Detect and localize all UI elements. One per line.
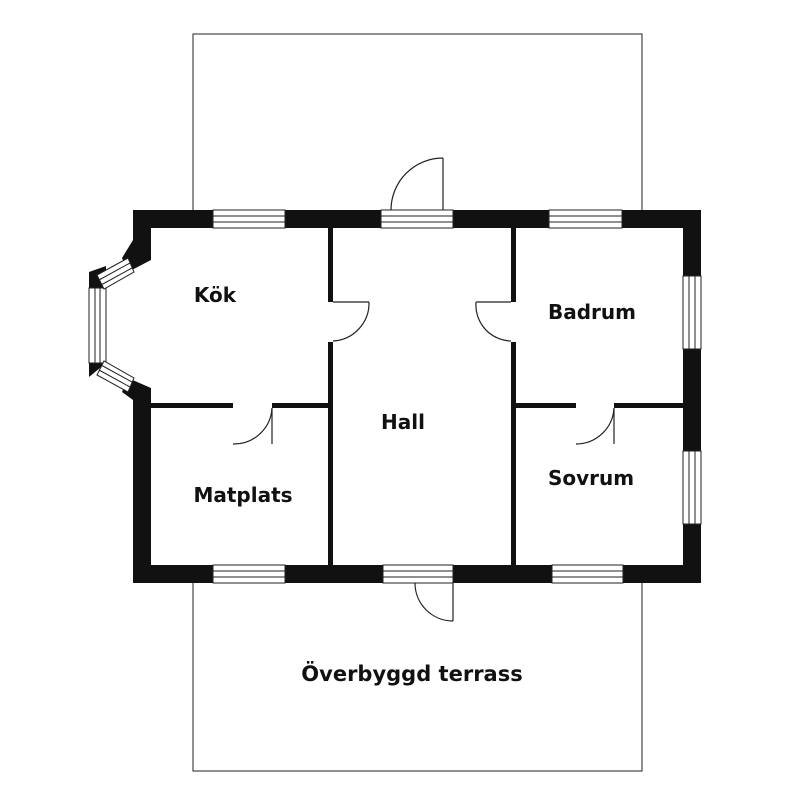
window-bottom-matplats [212,564,286,584]
interior-walls [151,228,683,565]
door-kok-hall [332,301,370,342]
door-badrum-hall [475,301,512,342]
room-label-terrace: Överbyggd terrass [301,661,522,686]
door-bottom-terrace [382,564,454,622]
room-label-sovrum: Sovrum [548,466,634,490]
room-label-kok: Kök [194,283,237,307]
window-bottom-sovrum [551,564,624,584]
terrace-south-outline [192,583,643,772]
window-bay-front [88,287,107,364]
door-top-entrance [380,157,454,229]
door-sovrum [575,407,615,445]
door-matplats [232,407,273,445]
window-right-sovrum [682,450,702,525]
window-right-badrum [682,275,702,350]
exterior-walls [89,210,701,583]
room-label-matplats: Matplats [193,483,292,507]
room-label-hall: Hall [381,410,425,434]
window-top-badrum [548,209,623,229]
window-top-kok [212,209,286,229]
room-label-badrum: Badrum [548,300,636,324]
window-bay-lower [96,360,135,393]
terrace-north-outline [192,33,643,210]
window-bay-upper [96,257,135,290]
